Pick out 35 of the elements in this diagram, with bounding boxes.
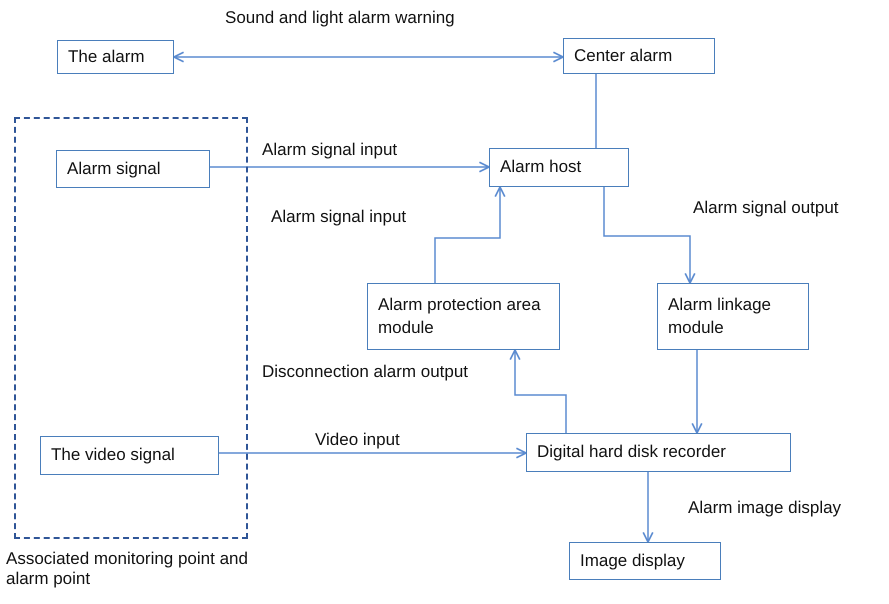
- dashed-group-box: [14, 117, 248, 539]
- box-label: The video signal: [51, 444, 175, 466]
- box-label: Alarm host: [500, 156, 582, 178]
- process-box: [569, 542, 721, 580]
- arrow: [691, 350, 703, 434]
- box-label: Center alarm: [574, 44, 672, 67]
- edge-label: Video input: [315, 430, 400, 450]
- arrow: [434, 186, 506, 283]
- box-label: The alarm: [68, 46, 145, 68]
- box-label: Alarm signal: [67, 158, 161, 180]
- process-box: [367, 283, 560, 350]
- edge-label: Sound and light alarm warning: [225, 8, 455, 28]
- edge-label: Alarm image display: [688, 498, 842, 518]
- process-box: [57, 40, 174, 74]
- process-box: [526, 433, 791, 472]
- edge-label: Alarm signal output: [693, 198, 839, 218]
- box-label: Image display: [580, 550, 685, 572]
- arrow: [509, 349, 567, 433]
- box-label: Alarm protection area module: [378, 294, 542, 338]
- process-box: [563, 38, 715, 74]
- arrow: [603, 187, 696, 284]
- box-label: Alarm linkage module: [668, 294, 772, 338]
- process-box: [657, 283, 809, 350]
- arrow: [208, 161, 490, 173]
- arrow: [173, 51, 564, 63]
- edge-label: Disconnection alarm output: [262, 362, 468, 382]
- arrow: [642, 472, 654, 543]
- edge-label: Alarm signal input: [271, 207, 406, 228]
- arrow: [217, 447, 527, 459]
- box-label: Digital hard disk recorder: [537, 441, 726, 464]
- group-caption: Associated monitoring point and alarm point: [6, 549, 249, 590]
- process-box: [40, 436, 219, 475]
- edge-label: Alarm signal input: [262, 140, 398, 160]
- process-box: [56, 150, 210, 188]
- process-box: [489, 148, 629, 187]
